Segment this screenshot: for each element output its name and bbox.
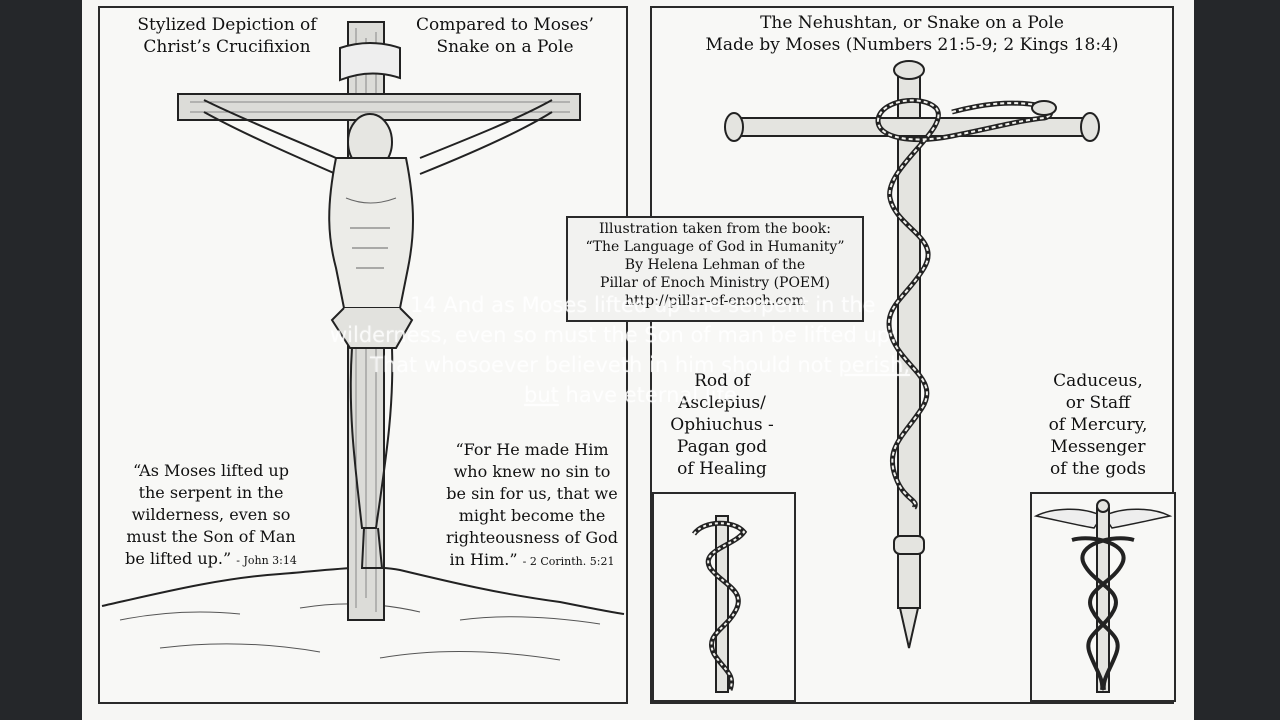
asclepius-box [652,492,796,702]
right-frame [1194,0,1280,720]
caduceus-box [1030,492,1176,702]
caption-snake-compare: Compared to Moses’ Snake on a Pole [416,15,594,57]
quote-john: “As Moses lifted up the serpent in the w… [125,461,297,568]
john-ref: - John 3:14 [236,554,297,567]
asclepius-caption: Rod of Asclepius/ Ophiuchus - Pagan god … [670,371,774,479]
quote-corinthians: “For He made Him who knew no sin to be s… [446,440,618,569]
crucifixion-panel: Stylized Depiction of Christ’s Crucifixi… [98,6,628,704]
rod-of-asclepius-drawing [691,515,748,693]
scripture-overlay: 14 And as Moses lifted up the serpent in… [330,293,911,407]
caption-crucifixion: Stylized Depiction of Christ’s Crucifixi… [137,15,317,57]
ministry-url: http://pillar-of-enoch.com [625,293,805,309]
nehushtan-panel: The Nehushtan, or Snake on a Pole Made b… [650,6,1176,704]
crucifixion-drawing [101,21,625,661]
caduceus-caption: Caduceus, or Staff of Mercury, Messenger… [1048,371,1148,479]
book-credit-box: Illustration taken from the book: “The L… [566,216,864,322]
nehushtan-title: The Nehushtan, or Snake on a Pole Made b… [705,13,1119,55]
caduceus-drawing [1033,499,1173,693]
corinth-ref: - 2 Corinth. 5:21 [522,555,615,568]
snake-on-pole-drawing [724,60,1100,649]
perish-link[interactable]: perish, [838,353,911,377]
left-frame [0,0,82,720]
but-link[interactable]: but [524,383,559,407]
illustration-sheet: Stylized Depiction of Christ’s Crucifixi… [82,0,1194,720]
